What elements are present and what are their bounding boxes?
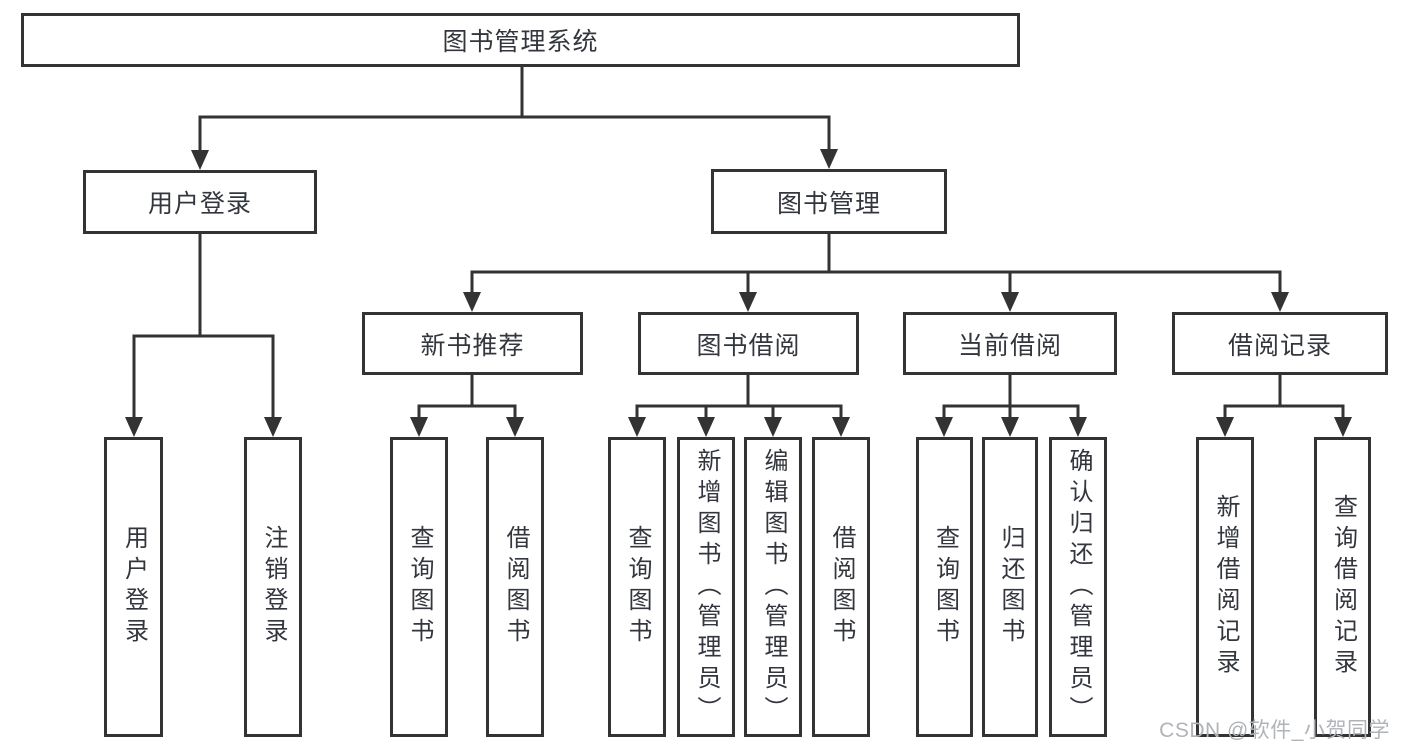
leaf-add-borrow-record: 新增借阅记录 (1196, 437, 1254, 737)
leaf-user-login: 用户登录 (104, 437, 163, 737)
leaf-query-borrow-record: 查询借阅记录 (1314, 437, 1371, 737)
watermark: CSDN @软件_小贺同学 (1159, 719, 1390, 742)
leaf-label: 用户登录 (120, 525, 148, 649)
node-book-management: 图书管理 (711, 169, 947, 234)
leaf-label: 查询图书 (624, 525, 651, 649)
node-user-login: 用户登录 (83, 170, 317, 234)
leaf-label: 借阅图书 (502, 525, 529, 649)
leaf-label: 查询图书 (931, 525, 959, 649)
leaf-borrow-books: 借阅图书 (812, 437, 870, 737)
leaf-label: 查询图书 (406, 525, 433, 649)
leaf-label: 确认归还（管理员） (1065, 447, 1092, 727)
node-label: 图书管理 (776, 189, 881, 218)
leaf-query-books-borrowing: 查询图书 (608, 437, 666, 737)
leaf-label: 归还图书 (997, 525, 1024, 649)
node-library-system: 图书管理系统 (21, 13, 1020, 67)
leaf-label: 借阅图书 (828, 525, 855, 649)
node-label: 图书管理系统 (442, 28, 599, 56)
leaf-query-books-recommend: 查询图书 (390, 437, 448, 737)
leaf-add-book-admin: 新增图书（管理员） (677, 437, 735, 737)
node-borrow-records: 借阅记录 (1172, 312, 1388, 375)
leaf-query-books-current: 查询图书 (916, 437, 973, 737)
leaf-label: 注销登录 (260, 525, 287, 649)
node-label: 当前借阅 (957, 331, 1062, 360)
node-new-book-recommend: 新书推荐 (362, 312, 583, 375)
node-label: 用户登录 (147, 190, 252, 218)
leaf-edit-book-admin: 编辑图书（管理员） (744, 437, 802, 737)
leaf-return-book: 归还图书 (982, 437, 1038, 737)
leaf-borrow-books-recommend: 借阅图书 (486, 437, 544, 737)
leaf-label: 新增图书（管理员） (693, 447, 720, 727)
node-label: 新书推荐 (420, 331, 525, 360)
node-label: 图书借阅 (696, 331, 801, 360)
node-label: 借阅记录 (1227, 331, 1332, 360)
leaf-label: 编辑图书（管理员） (760, 447, 787, 727)
leaf-confirm-return-admin: 确认归还（管理员） (1049, 437, 1107, 737)
node-current-borrowing: 当前借阅 (903, 312, 1117, 375)
leaf-logout: 注销登录 (244, 437, 302, 737)
node-book-borrowing: 图书借阅 (638, 312, 859, 375)
leaf-label: 新增借阅记录 (1212, 494, 1239, 680)
leaf-label: 查询借阅记录 (1329, 494, 1357, 680)
